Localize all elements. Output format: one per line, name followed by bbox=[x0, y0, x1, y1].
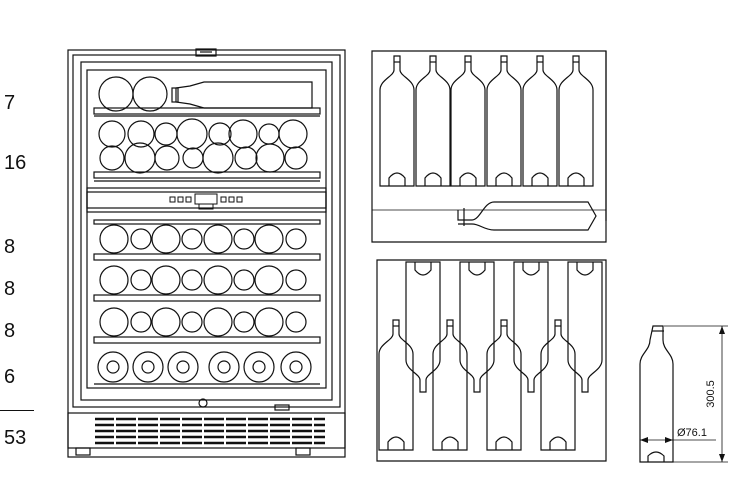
shelf-5 bbox=[93, 307, 321, 344]
shelf-count-5: 8 bbox=[4, 320, 16, 342]
door-latch bbox=[195, 48, 217, 57]
shelf-count-3: 8 bbox=[4, 236, 16, 258]
shelf-count-6: 6 bbox=[4, 366, 16, 388]
vent-grille bbox=[67, 412, 346, 449]
upright-bottles-lower-row bbox=[378, 319, 576, 451]
hinge bbox=[274, 404, 290, 411]
bottle-height-label: 300.5 bbox=[705, 380, 717, 408]
shelf-2 bbox=[93, 118, 321, 182]
lock-icon bbox=[198, 398, 208, 408]
shelf-4 bbox=[93, 265, 321, 302]
bottle-diameter-label: Ø76.1 bbox=[677, 427, 707, 439]
total-divider bbox=[0, 410, 34, 411]
shelf-3 bbox=[93, 219, 321, 261]
control-panel bbox=[86, 187, 327, 213]
lying-bottle bbox=[457, 201, 597, 231]
shelf-1 bbox=[93, 76, 321, 117]
shelf-count-2: 16 bbox=[4, 152, 27, 174]
foot-right bbox=[295, 447, 311, 456]
shelf-count-4: 8 bbox=[4, 278, 16, 300]
inverted-bottles-row bbox=[405, 261, 603, 393]
total-count: 53 bbox=[4, 427, 27, 449]
cabinet-front bbox=[67, 48, 346, 458]
shelf-count-1: 7 bbox=[4, 92, 16, 114]
dimensioned-bottle bbox=[639, 325, 728, 463]
foot-left bbox=[75, 447, 91, 456]
side-view-lower-zone bbox=[376, 259, 607, 462]
side-view-upper-zone bbox=[371, 50, 607, 243]
shelf-6 bbox=[94, 351, 320, 385]
upright-bottles-row bbox=[379, 55, 594, 187]
